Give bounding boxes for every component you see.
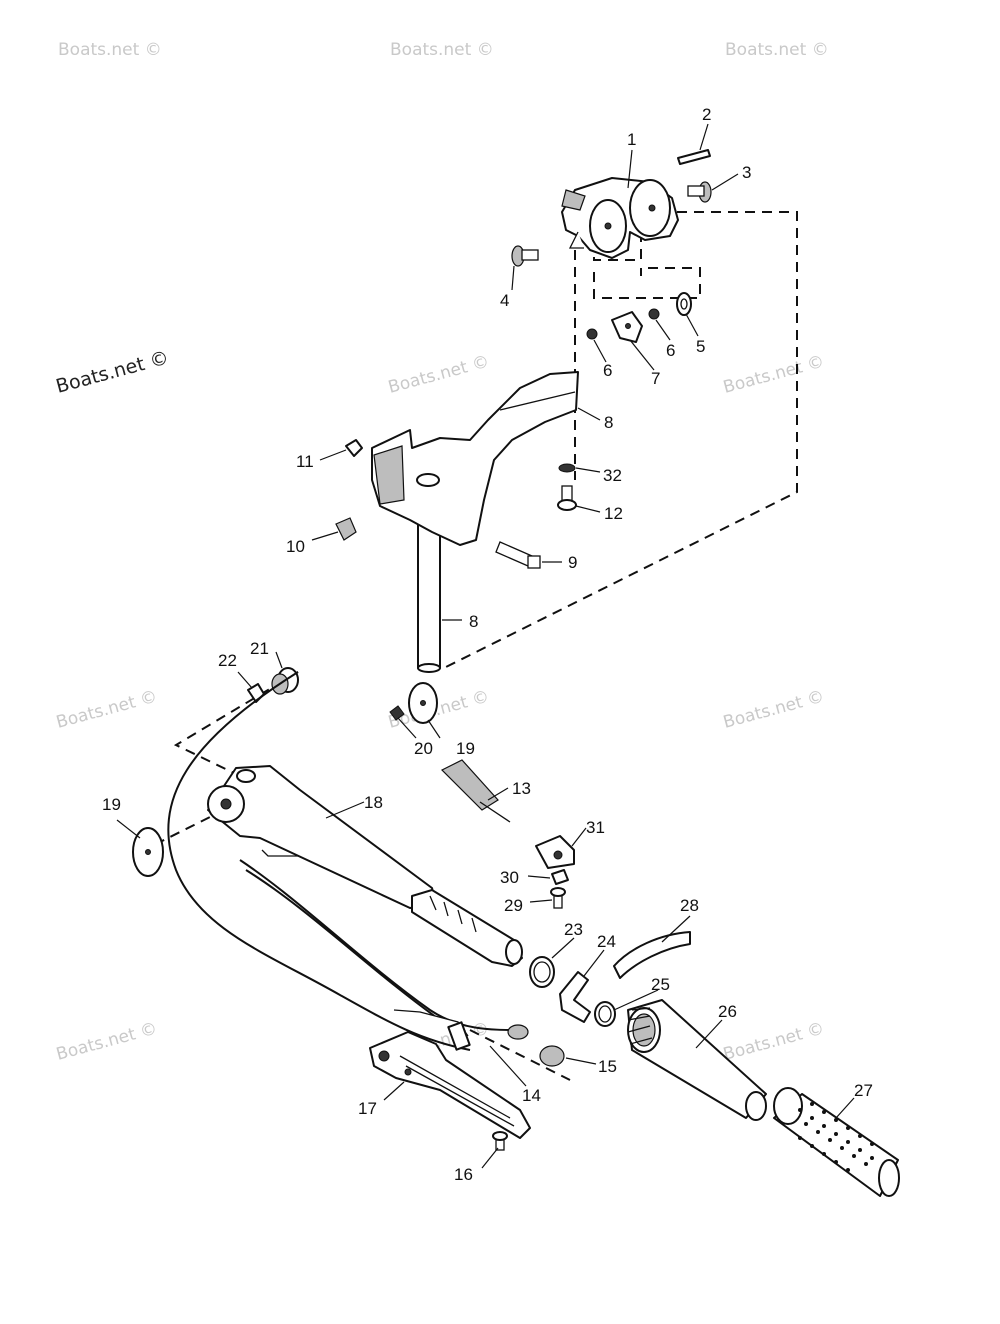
steering-bracket-part-1 bbox=[561, 177, 679, 259]
watermark: Boats.net © bbox=[721, 687, 826, 733]
watermark: Boats.net © bbox=[721, 1019, 826, 1065]
washer-part-32 bbox=[558, 463, 576, 473]
callout-17: 17 bbox=[358, 1099, 377, 1118]
callout-1: 1 bbox=[627, 130, 636, 149]
washer-part-5 bbox=[676, 292, 692, 316]
friction-washer-part-19 bbox=[408, 682, 438, 724]
callout-24: 24 bbox=[597, 932, 616, 951]
callout-25: 25 bbox=[651, 975, 670, 994]
callout-8: 8 bbox=[604, 413, 613, 432]
callout-8: 8 bbox=[469, 612, 478, 631]
callout-numbers: 1 2 3 4 5 6 6 7 8 32 12 9 8 10 11 21 22 … bbox=[102, 105, 873, 1184]
nut-part-11 bbox=[345, 439, 363, 457]
callout-5: 5 bbox=[696, 337, 705, 356]
watermark: Boats.net © bbox=[386, 687, 491, 733]
callout-16: 16 bbox=[454, 1165, 473, 1184]
watermark-prominent: Boats.net © bbox=[54, 347, 172, 398]
bolt-part-12 bbox=[557, 485, 577, 511]
callout-6: 6 bbox=[603, 361, 612, 380]
throttle-cable-wiring bbox=[167, 671, 521, 1051]
callout-31: 31 bbox=[586, 818, 605, 837]
retainer-part-24 bbox=[559, 971, 591, 1023]
o-ring-part-25 bbox=[594, 1001, 616, 1027]
grip-sleeve-part-27 bbox=[773, 1087, 900, 1197]
block-part-31 bbox=[535, 835, 575, 869]
strip-part-28 bbox=[613, 931, 691, 979]
bushing-part-10 bbox=[335, 517, 357, 541]
callout-14: 14 bbox=[522, 1086, 541, 1105]
callout-29: 29 bbox=[504, 896, 523, 915]
bolt-part-9 bbox=[495, 541, 541, 569]
callout-13: 13 bbox=[512, 779, 531, 798]
nut-part-20 bbox=[389, 705, 405, 721]
watermark: Boats.net © bbox=[390, 40, 494, 60]
callout-22: 22 bbox=[218, 651, 237, 670]
callout-18: 18 bbox=[364, 793, 383, 812]
friction-plate-part-7 bbox=[611, 311, 643, 343]
o-ring-part-23 bbox=[529, 956, 555, 988]
screw-part-16 bbox=[492, 1131, 508, 1151]
watermark: Boats.net © bbox=[725, 40, 829, 60]
callout-9: 9 bbox=[568, 553, 577, 572]
tiller-handle-part-18 bbox=[207, 765, 523, 967]
callout-28: 28 bbox=[680, 896, 699, 915]
screw-part-3 bbox=[687, 181, 712, 203]
cable-part-14 bbox=[393, 1009, 529, 1051]
callout-23: 23 bbox=[564, 920, 583, 939]
screw-part-4 bbox=[511, 245, 539, 267]
bracket-part-17 bbox=[369, 1031, 531, 1139]
callout-20: 20 bbox=[414, 739, 433, 758]
cap-part-15 bbox=[539, 1045, 565, 1067]
callout-12: 12 bbox=[604, 504, 623, 523]
screw-part-29 bbox=[550, 887, 566, 909]
callout-26: 26 bbox=[718, 1002, 737, 1021]
leader-lines bbox=[116, 123, 855, 1169]
throttle-grip-part-26 bbox=[627, 999, 767, 1121]
callout-2: 2 bbox=[702, 105, 711, 124]
callout-4: 4 bbox=[500, 291, 509, 310]
friction-washer-part-19b bbox=[132, 827, 164, 877]
cable-end-part-13 bbox=[440, 759, 511, 823]
callout-10: 10 bbox=[286, 537, 305, 556]
callout-21: 21 bbox=[250, 639, 269, 658]
nut-part-30 bbox=[551, 869, 569, 885]
callout-6: 6 bbox=[666, 341, 675, 360]
assembly-dashed-lines bbox=[139, 211, 798, 1081]
callout-11: 11 bbox=[296, 452, 314, 471]
callout-32: 32 bbox=[603, 466, 622, 485]
callout-19: 19 bbox=[456, 739, 475, 758]
callout-3: 3 bbox=[742, 163, 751, 182]
watermark: Boats.net © bbox=[386, 352, 491, 398]
callout-7: 7 bbox=[651, 369, 660, 388]
callout-19: 19 bbox=[102, 795, 121, 814]
callout-15: 15 bbox=[598, 1057, 617, 1076]
tiller-arm-part-8 bbox=[371, 371, 579, 673]
watermark: Boats.net © bbox=[54, 687, 159, 733]
pin-part-2 bbox=[677, 149, 711, 165]
watermark: Boats.net © bbox=[58, 40, 162, 60]
watermark: Boats.net © bbox=[54, 1019, 159, 1065]
callout-27: 27 bbox=[854, 1081, 873, 1100]
nut-part-6 bbox=[586, 308, 660, 340]
callout-30: 30 bbox=[500, 868, 519, 887]
watermark: Boats.net © bbox=[721, 352, 826, 398]
